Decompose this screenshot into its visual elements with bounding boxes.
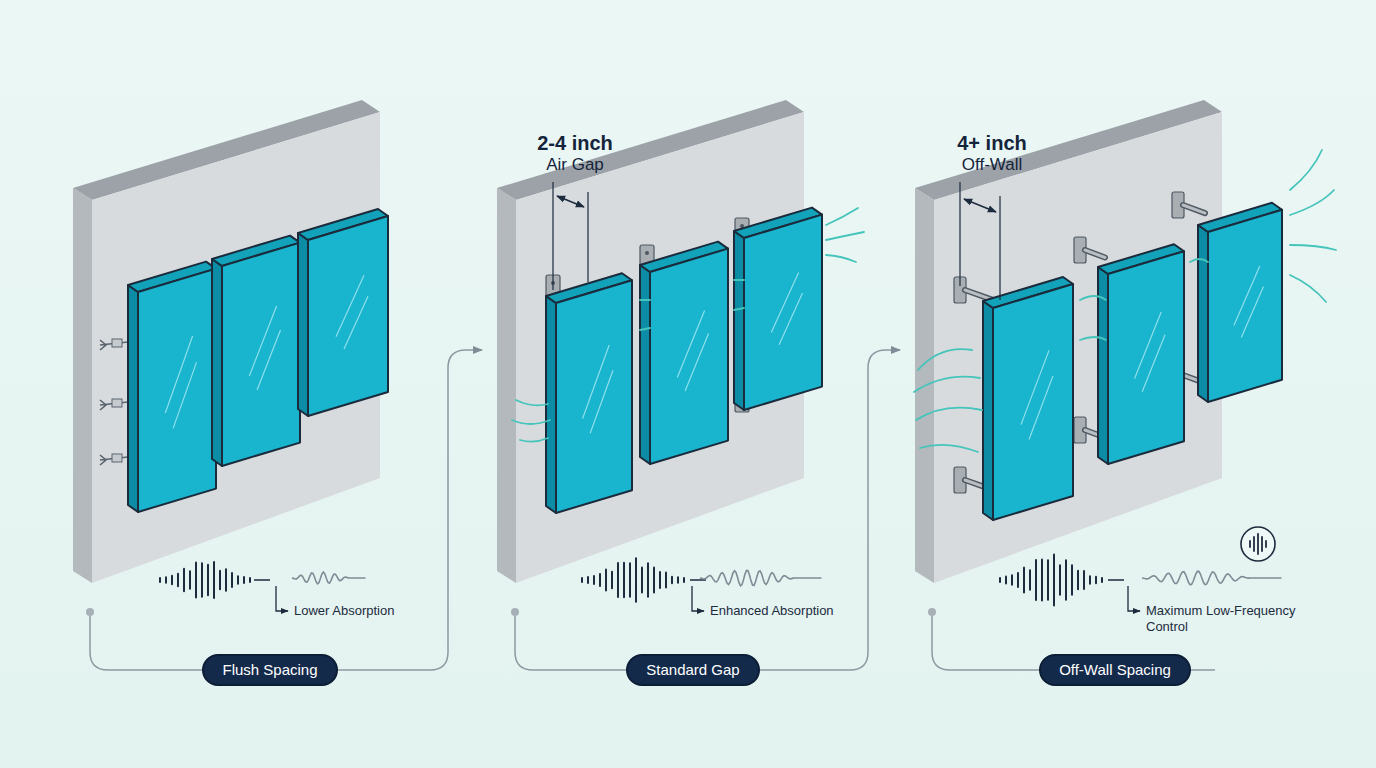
result-label: Lower Absorption <box>294 603 394 619</box>
sound-icon <box>1241 527 1275 561</box>
standoff-bracket <box>1172 192 1205 218</box>
output-waveform <box>700 570 822 585</box>
spacing-pill: Off-Wall Spacing <box>1039 654 1191 686</box>
result-arrow <box>276 586 288 611</box>
result-label: Maximum Low-Frequency Control <box>1146 603 1296 634</box>
output-waveform <box>292 572 366 584</box>
sound-wave-line <box>734 279 744 281</box>
sound-wave-line <box>918 349 972 370</box>
spacing-label: Standard Gap <box>646 661 739 679</box>
spacing-label: Off-Wall Spacing <box>1059 661 1171 679</box>
clip-screw <box>645 251 649 255</box>
acoustic-panel <box>1098 244 1184 464</box>
wall-anchor <box>100 454 128 465</box>
input-waveform <box>582 558 706 601</box>
sound-wave-line <box>512 420 550 424</box>
wall-anchor <box>100 339 128 350</box>
sound-wave-line <box>520 438 548 442</box>
sound-wave-line <box>1290 150 1322 190</box>
output-waveform <box>1142 571 1282 584</box>
sound-wave-line <box>826 208 858 225</box>
result-label: Enhanced Absorption <box>710 603 834 619</box>
sound-wave-line <box>916 408 982 420</box>
flow-dot <box>928 608 936 616</box>
acoustic-panel <box>640 242 728 464</box>
spacing-pill: Standard Gap <box>626 654 759 686</box>
sound-wave-line <box>1290 275 1326 302</box>
sound-wave-line <box>826 232 864 240</box>
acoustic-panel <box>734 208 822 410</box>
acoustic-panel <box>128 262 216 512</box>
spacing-pill: Flush Spacing <box>202 654 337 686</box>
spacing-label: Flush Spacing <box>222 661 317 679</box>
result-arrow <box>1128 586 1140 611</box>
sound-wave-line <box>640 328 650 330</box>
input-waveform <box>1000 554 1124 605</box>
result-arrow <box>692 586 704 611</box>
acoustic-panel <box>298 209 388 416</box>
dimension-caption: Off-Wall <box>962 155 1022 175</box>
dimension-value: 4+ inch <box>957 131 1026 155</box>
flow-dot <box>86 608 94 616</box>
wall <box>915 100 1222 583</box>
acoustic-panel <box>546 273 632 513</box>
sound-wave-line <box>1290 190 1334 215</box>
standoff-bracket <box>1074 237 1105 263</box>
acoustic-panel <box>983 277 1073 520</box>
sound-wave-line <box>734 308 744 310</box>
sound-wave-line <box>1080 296 1106 300</box>
wall-anchor <box>100 399 128 410</box>
dimension-caption: Air Gap <box>546 155 604 175</box>
flow-dot <box>511 608 519 616</box>
acoustic-panel <box>1198 203 1282 402</box>
sound-wave-line <box>920 445 978 452</box>
dimension-value: 2-4 inch <box>537 131 613 155</box>
sound-wave-line <box>1190 259 1208 262</box>
sound-wave-line <box>1080 337 1106 340</box>
sound-wave-line <box>516 400 548 405</box>
sound-wave-line <box>826 255 856 262</box>
sound-wave-line <box>640 299 650 301</box>
dimension-marker <box>553 182 588 290</box>
sound-wave-line <box>1290 245 1336 250</box>
sound-wave-line <box>914 377 980 392</box>
dimension-marker <box>960 182 1000 300</box>
input-waveform <box>160 562 270 598</box>
acoustic-panel <box>212 236 300 466</box>
